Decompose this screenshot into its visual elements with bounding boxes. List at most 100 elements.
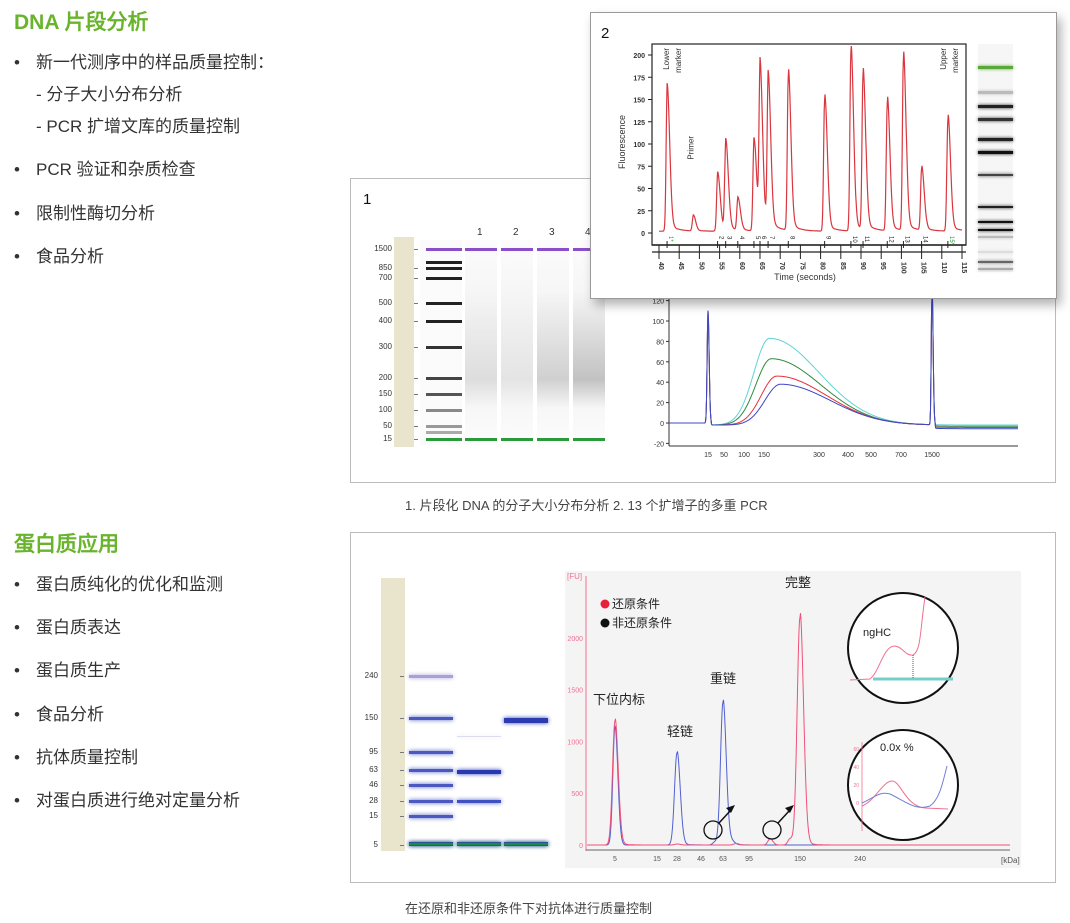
gel-band [409,675,453,678]
legend-label: 还原条件 [612,597,660,611]
ladder-tick [414,394,418,395]
ladder-tick [414,347,418,348]
x-tick-label: 70 [778,262,785,270]
series-green [669,297,1018,427]
x-tick-label: 105 [920,262,927,274]
x-tick-label: 300 [813,452,825,459]
peak-annotation: 下位内标 [593,692,645,707]
gel-band [457,843,501,845]
series-blue [669,297,1018,430]
ladder-band [426,320,462,323]
ladder-label: 850 [378,263,392,272]
x-tick-label: 90 [859,262,866,270]
bullet: •蛋白质表达 [14,618,121,637]
y-tick-label: 200 [633,53,645,60]
x-tick-label: 40 [657,262,664,270]
gel-band [978,229,1013,231]
series-cyan [669,297,1018,426]
ladder-label: 700 [378,273,392,282]
peak-label: 14 [922,236,928,243]
peak-annotation: Primer [686,136,695,160]
peak-annotation: Lower [662,48,671,70]
bullet: •限制性酶切分析 [14,204,155,223]
upper-marker-band [501,248,533,251]
y-tick-label: 2000 [567,636,583,643]
x-tick-label: 80 [819,262,826,270]
bullet-text: PCR 验证和杂质检查 [36,160,196,179]
ladder-band [426,438,462,441]
peak-label: 9 [825,236,831,240]
sub-bullet: - 分子大小分布分析 [36,85,183,104]
panel-number: 2 [601,25,610,42]
ladder-band [426,393,462,396]
x-tick-label: 110 [940,262,947,273]
zoom-marker-icon [762,820,782,840]
y-tick-label: -20 [654,441,664,448]
bullet: •抗体质量控制 [14,748,138,767]
bullet: •蛋白质纯化的优化和监测 [14,575,223,594]
x-tick-label: 700 [895,452,907,459]
gel-band [504,718,548,723]
inset-y-tick: 0 [856,801,859,807]
x-tick-label: 5 [613,856,617,863]
y-tick-label: 0 [641,231,645,238]
gel-band [978,261,1013,263]
ladder-label: 46 [369,780,378,789]
ladder-label: 15 [383,434,392,443]
y-tick-label: 20 [656,401,664,408]
lane-label: 4 [585,227,591,238]
legend-label: 非还原条件 [612,616,672,630]
gel-band [409,800,453,803]
y-tick-label: 120 [652,299,664,306]
ladder-tick [400,718,404,719]
lane-label: 2 [513,227,519,238]
y-tick-label: 75 [637,164,645,171]
bullet-text: 限制性酶切分析 [36,204,155,223]
legend-marker [600,618,610,628]
gel-band [978,206,1013,208]
panel-number: 1 [363,191,372,208]
lower-marker-band [501,438,533,441]
x-tick-label: 63 [719,856,727,863]
gel-band [457,800,501,803]
gel-band [409,717,453,720]
y-tick-label: 100 [652,319,664,326]
bullet-text: 食品分析 [36,247,104,266]
ladder-band [426,425,462,428]
gel-band [978,66,1013,69]
ladder-tick [414,303,418,304]
zoom-marker-icon [703,820,723,840]
ladder-label: 63 [369,765,378,774]
dna-caption: 1. 片段化 DNA 的分子大小分布分析 2. 13 个扩增子的多重 PCR [405,498,768,513]
y-tick-label: 125 [633,120,645,127]
y-tick-label: 60 [656,360,664,367]
ladder-tick [414,321,418,322]
peak-annotation: marker [951,48,960,73]
protein-caption: 在还原和非还原条件下对抗体进行质量控制 [405,901,653,916]
gel-band [978,151,1013,154]
ladder-tick [414,378,418,379]
x-tick-label: 46 [697,856,705,863]
lane-label: 3 [549,227,555,238]
x-tick-label: 55 [718,262,725,270]
ladder-label: 200 [378,373,392,382]
inset-y-tick: 40 [853,765,859,771]
ladder-label: 300 [378,342,392,351]
ladder-tick [400,752,404,753]
peak-label: 11 [863,236,869,243]
peak-label: 7 [768,236,774,240]
peak-annotation: marker [674,48,683,73]
x-axis-label: Time (seconds) [774,272,836,282]
y-tick-label: 150 [633,98,645,105]
ladder-label: 150 [378,389,392,398]
bullet-text: 抗体质量控制 [36,748,138,767]
ladder-band [426,409,462,412]
x-tick-label: 115 [960,262,967,273]
inset-label: ngHC [863,627,891,639]
x-tick-label: 150 [758,452,770,459]
y-axis-label: Fluorescence [617,115,627,169]
ladder-scale [381,578,405,851]
gel-band [504,843,548,845]
y-tick-label: 80 [656,339,664,346]
x-tick-label: 15 [704,452,712,459]
